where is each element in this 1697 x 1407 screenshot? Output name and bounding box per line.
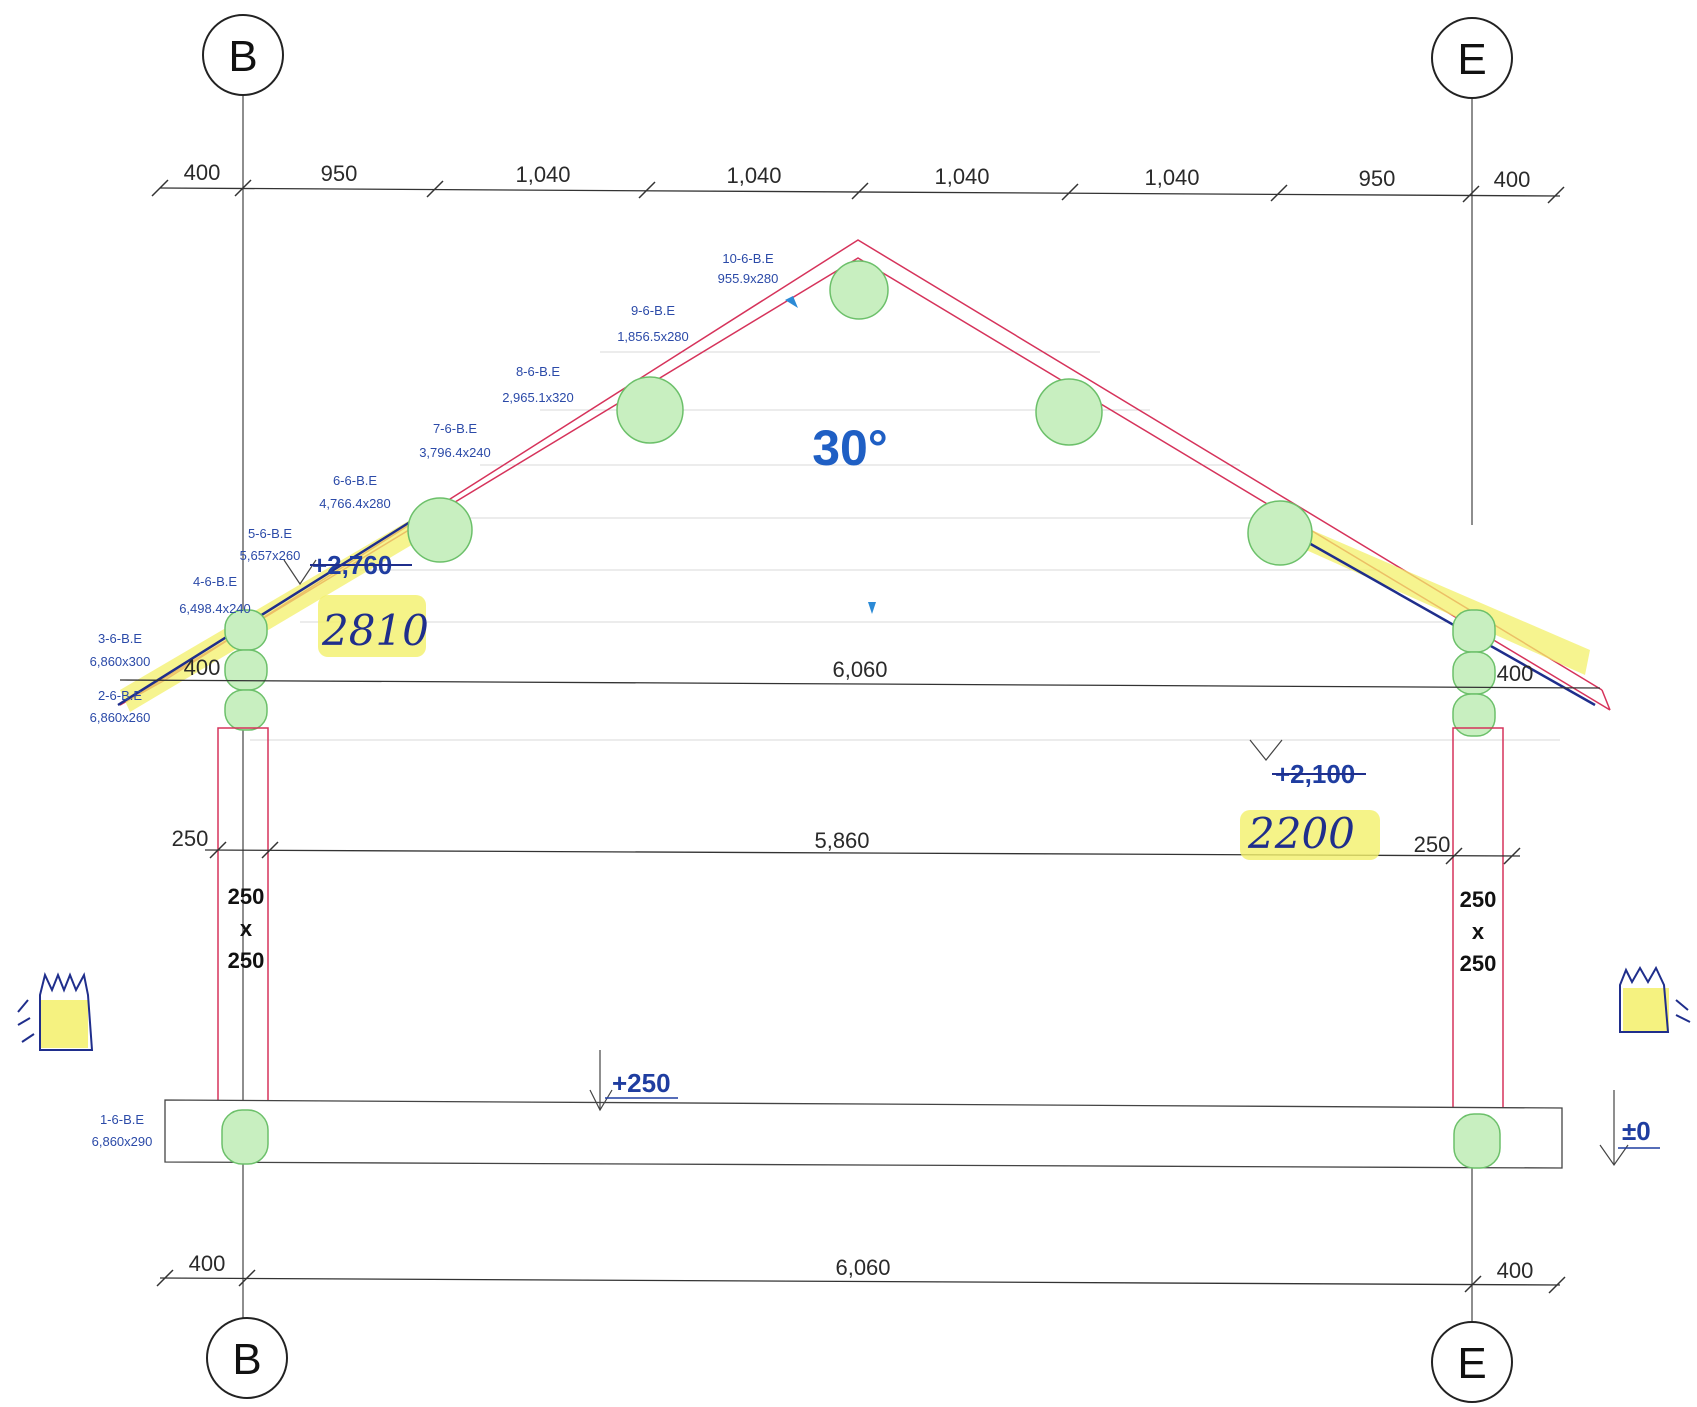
svg-text:2200: 2200 — [1247, 809, 1355, 858]
ridge-marker-triangle — [785, 296, 798, 308]
svg-text:6,860x260: 6,860x260 — [90, 710, 151, 725]
svg-text:8-6-B.E: 8-6-B.E — [516, 364, 560, 379]
svg-text:3,796.4x240: 3,796.4x240 — [419, 445, 491, 460]
grid-bubble-e-bottom: E — [1431, 1321, 1513, 1403]
svg-text:1,856.5x280: 1,856.5x280 — [617, 329, 689, 344]
purlin-logs — [407, 260, 1313, 566]
svg-text:250: 250 — [1414, 832, 1451, 857]
svg-text:E: E — [1457, 1339, 1486, 1388]
svg-text:6-6-B.E: 6-6-B.E — [333, 473, 377, 488]
level-marker-triangle — [868, 602, 876, 614]
svg-text:2810: 2810 — [321, 606, 429, 655]
eave-dimension: 400 6,060 400 — [119, 655, 1601, 689]
top-dim-5: 1,040 — [934, 164, 989, 189]
svg-text:E: E — [1457, 35, 1486, 84]
svg-text:400: 400 — [1497, 661, 1534, 686]
roof-angle: 30° — [812, 420, 888, 476]
svg-text:3-6-B.E: 3-6-B.E — [98, 631, 142, 646]
svg-text:B: B — [228, 32, 257, 81]
top-dim-6: 1,040 — [1144, 165, 1199, 190]
rafter-highlights — [117, 520, 1596, 712]
grid-bubble-e-top: E — [1431, 17, 1513, 99]
svg-text:6,498.4x240: 6,498.4x240 — [179, 601, 251, 616]
svg-text:6,860x300: 6,860x300 — [90, 654, 151, 669]
svg-text:250: 250 — [1460, 887, 1497, 912]
top-dim-3: 1,040 — [515, 162, 570, 187]
left-wall-logs — [224, 609, 268, 731]
svg-text:2,965.1x320: 2,965.1x320 — [502, 390, 574, 405]
svg-text:+250: +250 — [612, 1068, 671, 1098]
top-dim-4: 1,040 — [726, 163, 781, 188]
svg-text:6,060: 6,060 — [832, 657, 887, 682]
bottom-dimension-chain: 400 6,060 400 — [156, 1251, 1566, 1294]
grid-bubble-b-bottom: B — [206, 1317, 288, 1399]
svg-text:5,860: 5,860 — [814, 828, 869, 853]
svg-text:4,766.4x280: 4,766.4x280 — [319, 496, 391, 511]
log-section-sketch-right — [1619, 965, 1691, 1033]
svg-text:±0: ±0 — [1622, 1116, 1651, 1146]
svg-text:9-6-B.E: 9-6-B.E — [631, 303, 675, 318]
svg-text:2-6-B.E: 2-6-B.E — [98, 688, 142, 703]
svg-text:955.9x280: 955.9x280 — [718, 271, 779, 286]
svg-text:6,060: 6,060 — [835, 1255, 890, 1280]
svg-text:5-6-B.E: 5-6-B.E — [248, 526, 292, 541]
wall-dimension: 250 5,860 250 — [172, 826, 1521, 865]
svg-text:400: 400 — [1497, 1258, 1534, 1283]
svg-text:5,657x260: 5,657x260 — [240, 548, 301, 563]
svg-text:250: 250 — [172, 826, 209, 851]
grid-bubble-b-top: B — [202, 14, 284, 96]
svg-text:B: B — [232, 1335, 261, 1384]
svg-text:250: 250 — [228, 884, 265, 909]
log-section-sketch-left — [17, 972, 94, 1051]
beam-level: +2,100 2200 — [1240, 739, 1380, 860]
svg-text:10-6-B.E: 10-6-B.E — [722, 251, 774, 266]
svg-text:6,860x290: 6,860x290 — [92, 1134, 153, 1149]
svg-text:x: x — [1472, 919, 1485, 944]
top-dim-2: 950 — [321, 161, 358, 186]
top-dimension-chain: 400 950 1,040 1,040 1,040 1,040 950 400 — [151, 160, 1565, 204]
right-wall-logs — [1452, 609, 1496, 737]
floor-level: +250 — [589, 1050, 678, 1112]
svg-text:250: 250 — [228, 948, 265, 973]
floor-sill — [164, 1099, 1563, 1169]
member-tags: 10-6-B.E 955.9x280 9-6-B.E 1,856.5x280 8… — [90, 251, 779, 1149]
post-section-right: 250 x 250 — [1460, 887, 1497, 976]
ground-level: ±0 — [1599, 1090, 1660, 1167]
post-section-left: 250 x 250 — [228, 884, 265, 973]
svg-text:250: 250 — [1460, 951, 1497, 976]
svg-text:4-6-B.E: 4-6-B.E — [193, 574, 237, 589]
ridge-level: +2,760 2810 — [283, 550, 429, 657]
svg-text:1-6-B.E: 1-6-B.E — [100, 1112, 144, 1127]
svg-text:400: 400 — [184, 655, 221, 680]
top-dim-1: 400 — [184, 160, 221, 185]
svg-text:x: x — [240, 916, 253, 941]
svg-text:7-6-B.E: 7-6-B.E — [433, 421, 477, 436]
top-dim-7: 950 — [1359, 166, 1396, 191]
top-dim-8: 400 — [1494, 167, 1531, 192]
svg-text:400: 400 — [189, 1251, 226, 1276]
